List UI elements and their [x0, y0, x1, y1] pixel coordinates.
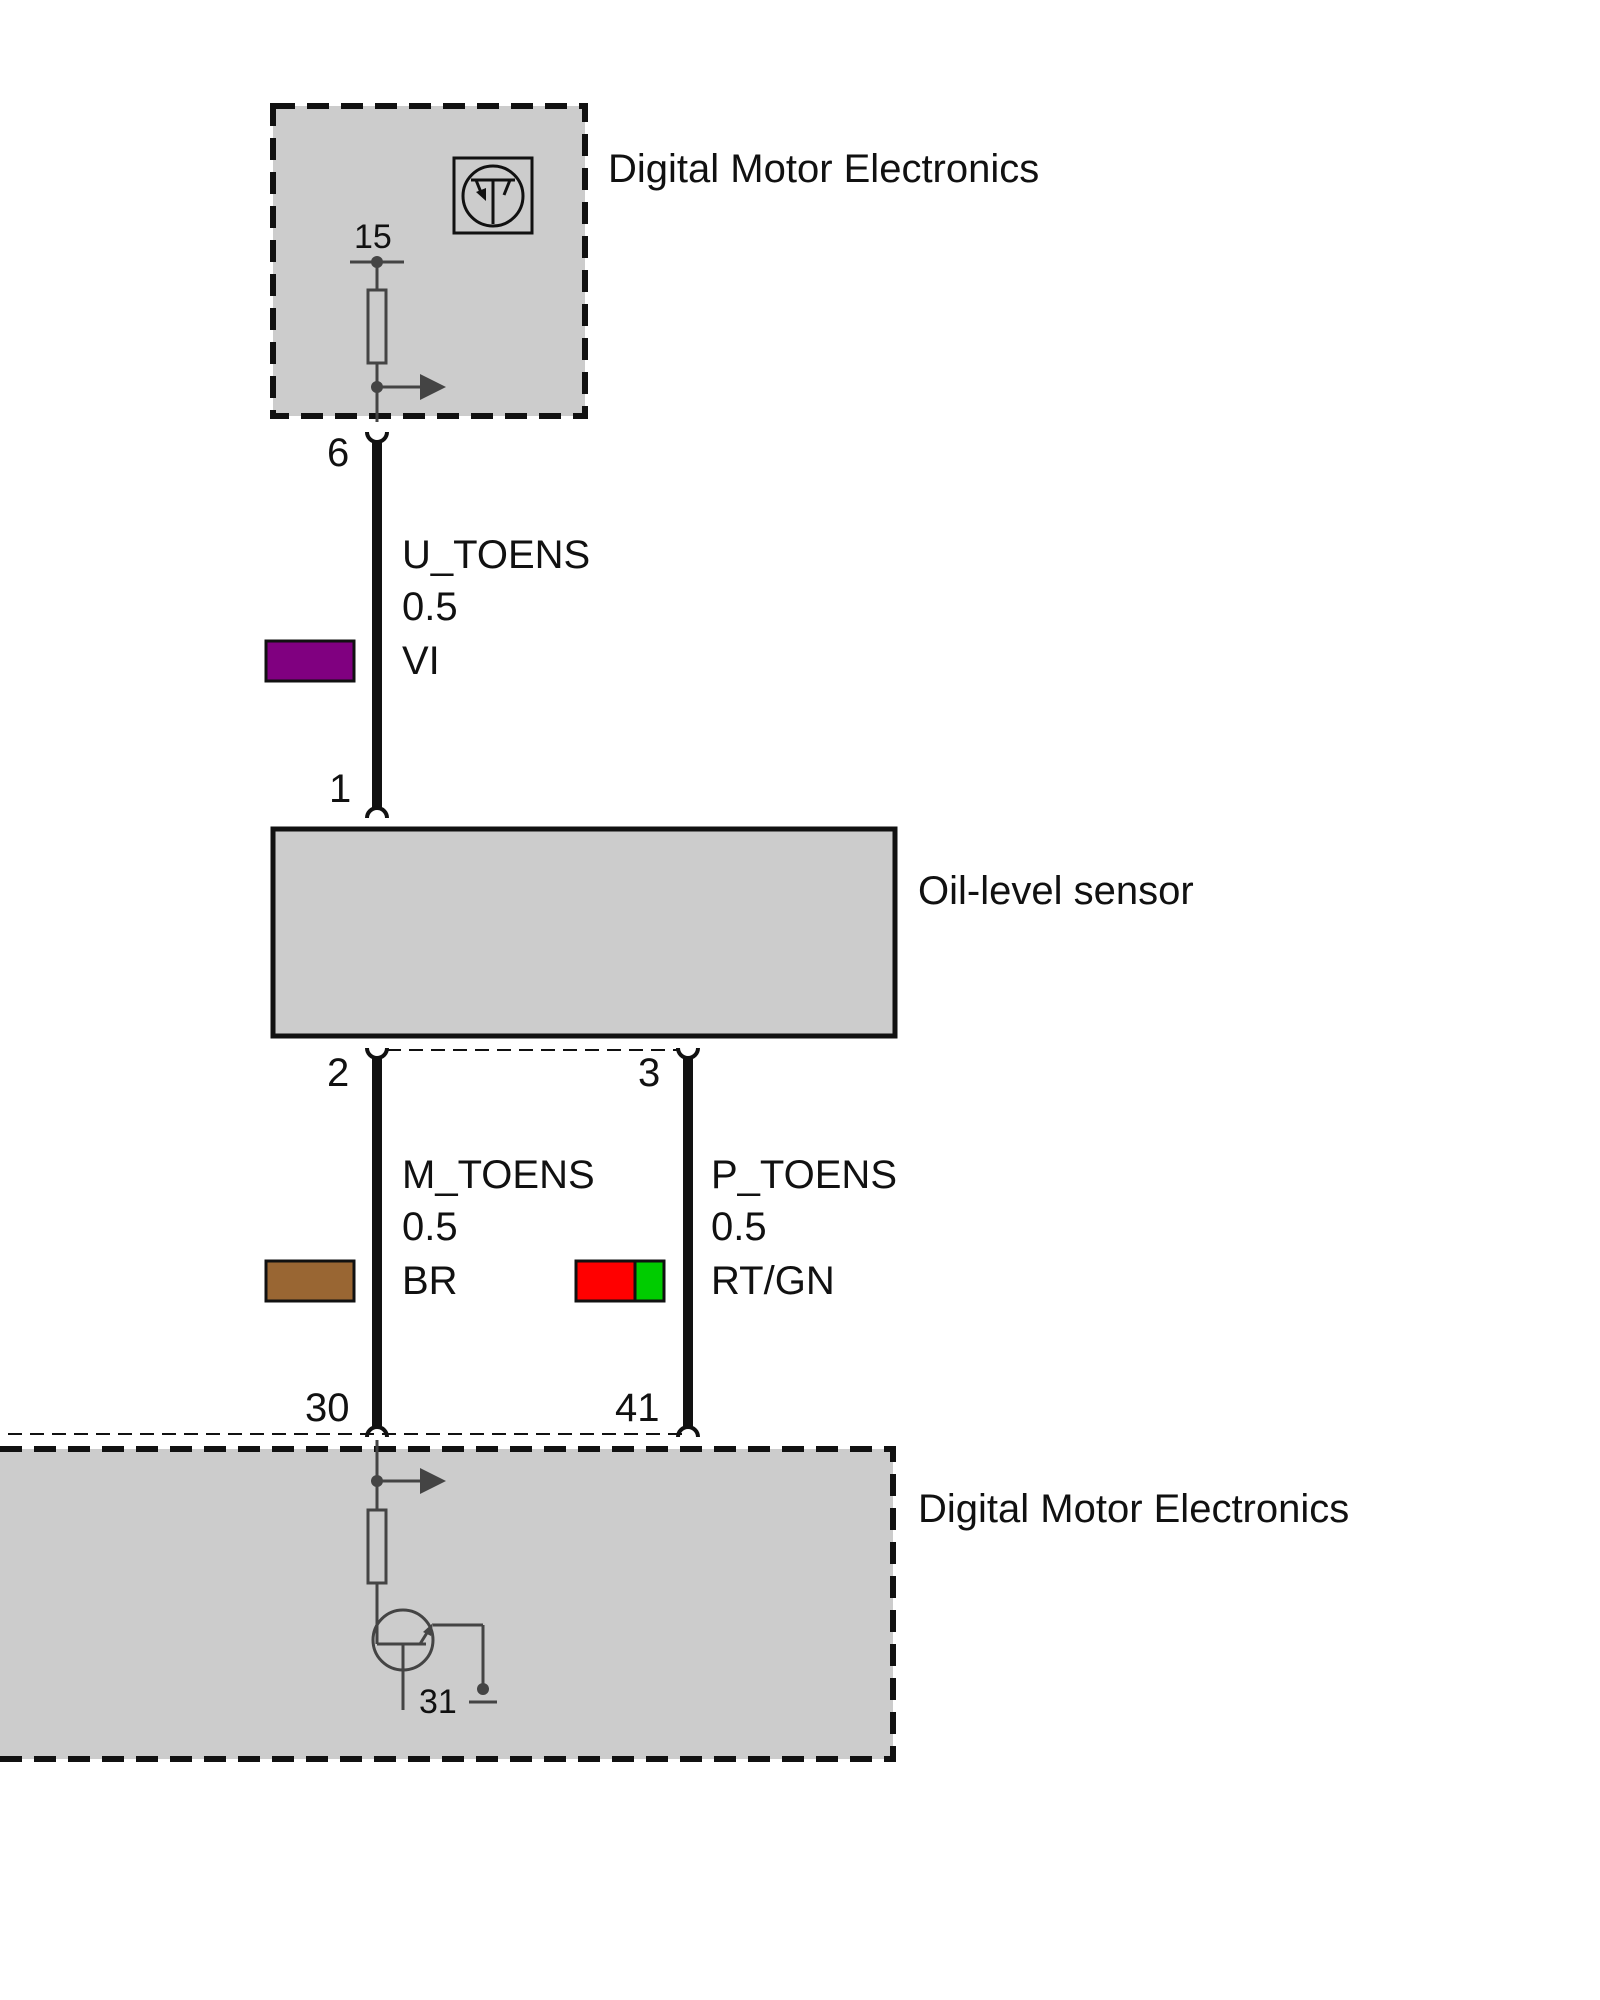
- dme-top-title: Digital Motor Electronics: [608, 147, 1039, 191]
- wire-p-toens-color-swatch: [574, 1259, 666, 1303]
- wire-u-toens-gauge: 0.5: [402, 585, 458, 629]
- wire-m-toens-gauge: 0.5: [402, 1205, 458, 1249]
- pin-2-label: 2: [327, 1051, 349, 1095]
- wire-m-toens-color-code: BR: [402, 1259, 458, 1303]
- wire-p-toens-signal: P_TOENS: [711, 1153, 897, 1197]
- dme-bottom-input-circuit: [366, 1440, 446, 1644]
- wire-p-toens-color-code: RT/GN: [711, 1259, 835, 1303]
- arrow-right-icon: [420, 1468, 446, 1494]
- dme-bottom-title: Digital Motor Electronics: [918, 1487, 1349, 1531]
- dme-top-input-circuit: [350, 256, 446, 422]
- pin-3-label: 3: [638, 1051, 660, 1095]
- dme-bottom-box: [0, 1446, 896, 1762]
- wire-u-toens-signal: U_TOENS: [402, 533, 590, 577]
- wire-u-toens-color-swatch: [264, 639, 356, 683]
- transistor-icon: [452, 156, 534, 235]
- transistor-ground-icon: [371, 1608, 497, 1710]
- dme-top-box: [270, 103, 588, 419]
- ground-31-label: 31: [419, 1683, 457, 1721]
- wire-p-toens-gauge: 0.5: [711, 1205, 767, 1249]
- resistor-icon: [366, 1508, 388, 1585]
- pin-6-label: 6: [327, 431, 349, 475]
- wire-m-toens[interactable]: [365, 1047, 389, 1438]
- resistor-icon: [366, 288, 388, 365]
- pin-1-label: 1: [329, 767, 351, 811]
- oil-level-sensor-title: Oil-level sensor: [918, 869, 1194, 913]
- dme-top-module[interactable]: 15: [270, 103, 588, 422]
- wire-m-toens-signal: M_TOENS: [402, 1153, 595, 1197]
- terminal-15-label: 15: [354, 218, 392, 256]
- oil-level-sensor[interactable]: [270, 826, 898, 1039]
- wire-u-toens-color-code: VI: [402, 639, 440, 683]
- oil-level-sensor-box: [270, 826, 898, 1039]
- wire-m-toens-color-swatch: [264, 1259, 356, 1303]
- wire-u-toens[interactable]: [365, 431, 389, 819]
- pin-41-label: 41: [615, 1386, 660, 1430]
- arrow-right-icon: [420, 374, 446, 400]
- pin-30-label: 30: [305, 1386, 350, 1430]
- wire-p-toens[interactable]: [676, 1047, 700, 1438]
- dme-bottom-module[interactable]: 31: [0, 1440, 896, 1762]
